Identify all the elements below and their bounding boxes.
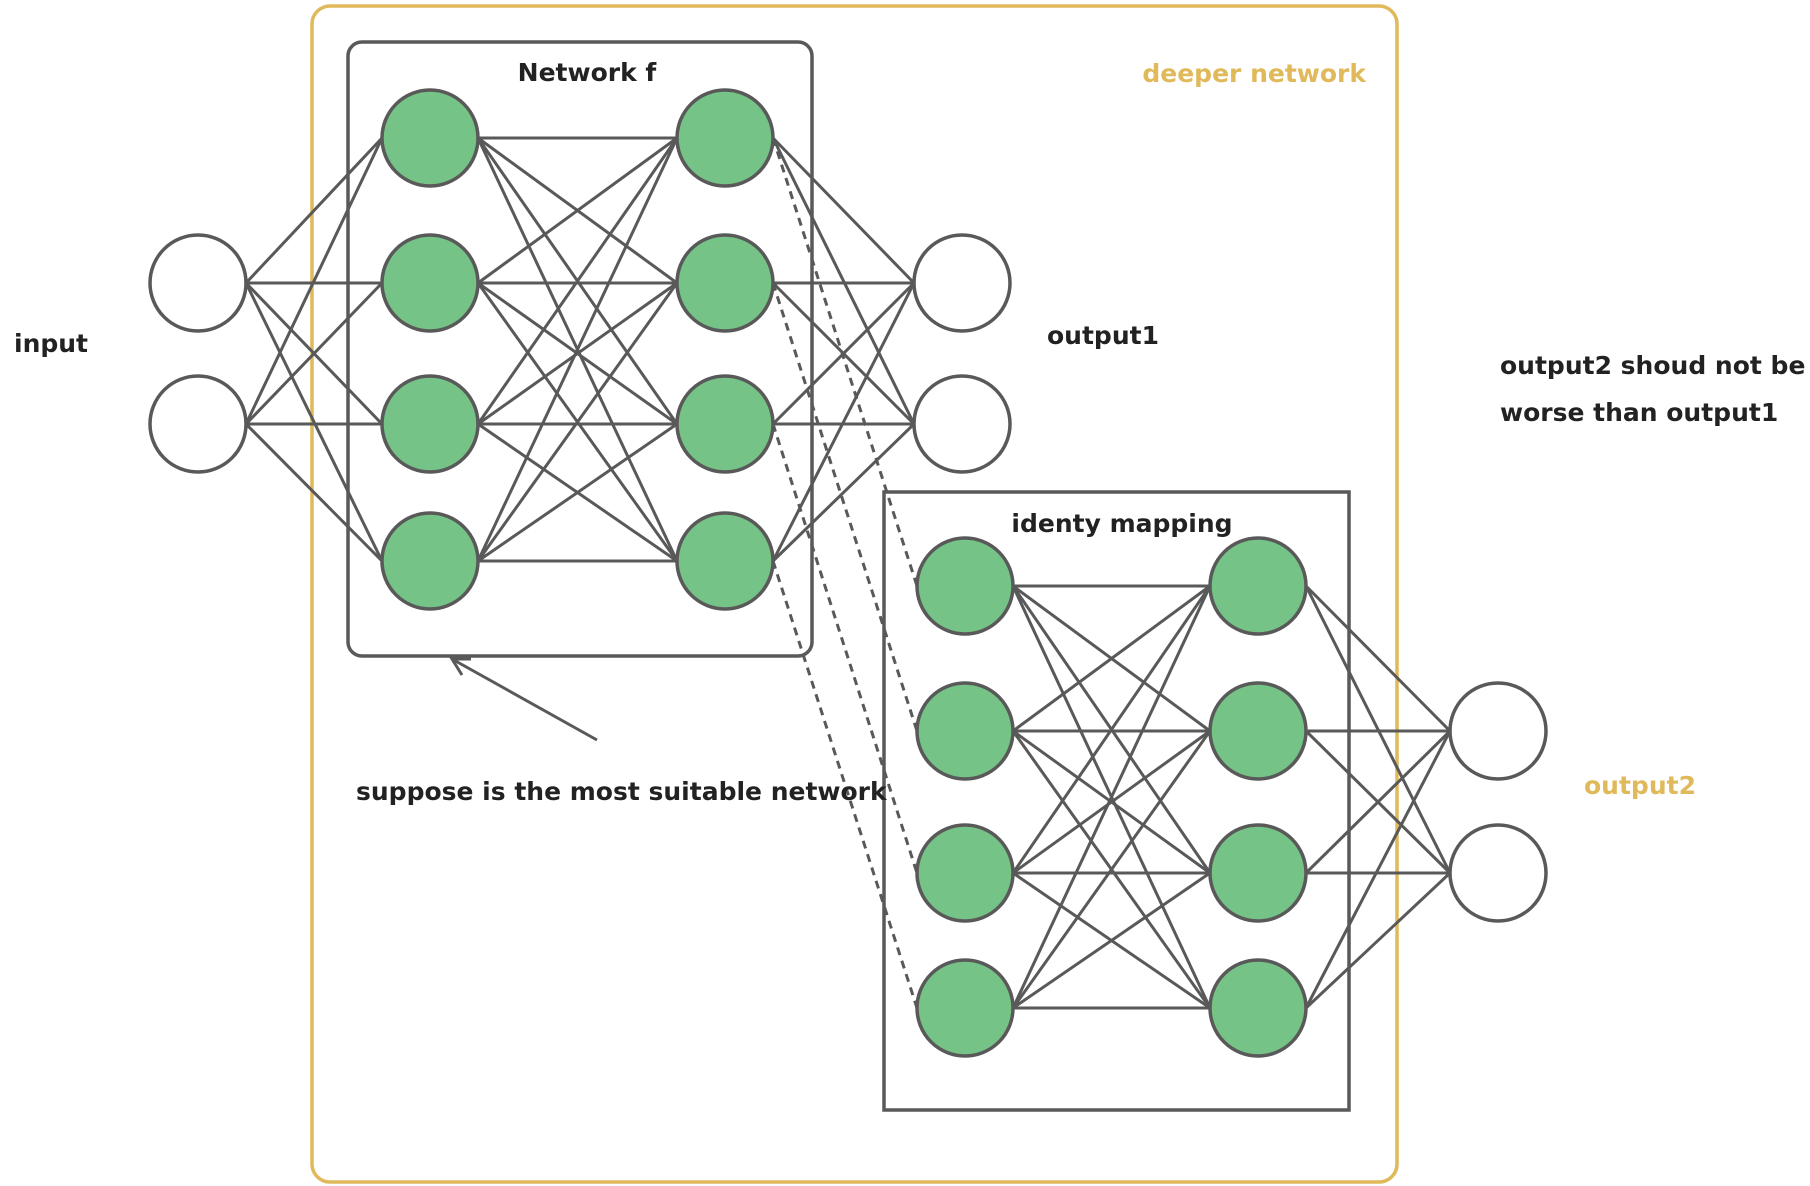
skip-connection-dashed [771,423,919,874]
connection-edge [244,281,384,426]
connection-edge [476,137,679,425]
network-f-hidden2-node [675,374,775,474]
skip-connection-dashed [771,137,919,587]
input-node [148,374,248,474]
output2-node [1448,823,1548,923]
identity-hidden1-node [915,958,1015,1058]
identity-hidden2-node [1208,681,1308,781]
identity-hidden1-node [915,823,1015,923]
note-line-1: output2 shoud not be [1500,351,1805,380]
connection-edge [244,422,384,563]
annotation-text: suppose is the most suitable network [356,777,888,806]
output1-label: output1 [1047,321,1159,350]
connection-edge [1011,585,1212,874]
connection-edge [1304,729,1452,875]
connection-edge [1011,585,1212,1009]
identity-hidden1-node [915,536,1015,636]
skip-connection-dashed [771,282,919,732]
connection-edge [1012,584,1211,733]
connection-edge [771,136,916,285]
output2-label: output2 [1584,771,1696,800]
identity-mapping-box [882,490,1351,1112]
connection-edge [1012,729,1211,875]
connection-edge [476,137,679,562]
connection-edge [244,137,384,425]
network-f-hidden2-node [675,233,775,333]
note-line-2: worse than output1 [1500,398,1778,427]
output2-node [1448,681,1548,781]
network-f-hidden1-node [380,511,480,611]
connection-edge [771,422,916,563]
input-node [148,233,248,333]
connection-edge [477,422,678,563]
connection-edge [1304,730,1452,1009]
connection-edge [244,282,384,562]
identity-mapping-title: identy mapping [1011,509,1232,538]
skip-connections-layer [771,137,919,1009]
connection-edge [244,136,384,285]
network-f-title: Network f [518,58,658,87]
input-label: input [14,329,88,358]
deeper-network-box [310,4,1399,1184]
connection-edge [476,282,679,562]
connection-edge [1011,730,1212,1009]
identity-hidden2-node [1208,823,1308,923]
network-f-hidden1-node [380,88,480,188]
annotation-arrow-shaft [451,657,598,742]
connection-edge [771,282,916,562]
connection-edge [1012,871,1211,1010]
network-f-hidden1-node [380,233,480,333]
output1-node [912,233,1012,333]
identity-hidden1-node [915,681,1015,781]
network-f-box [346,40,814,658]
connection-edge [477,136,678,285]
connection-edge [477,281,678,426]
deeper-network-label: deeper network [1142,59,1367,88]
connection-edge [1304,584,1452,733]
connection-edge [771,137,916,425]
output1-node [912,374,1012,474]
identity-hidden2-node [1208,536,1308,636]
connection-edge [1304,871,1452,1010]
identity-hidden2-node [1208,958,1308,1058]
annotation-arrow-head [449,657,471,676]
nodes-layer [148,88,1548,1058]
network-f-hidden2-node [675,88,775,188]
connections-layer [244,136,1452,1010]
network-f-hidden2-node [675,511,775,611]
network-f-hidden1-node [380,374,480,474]
